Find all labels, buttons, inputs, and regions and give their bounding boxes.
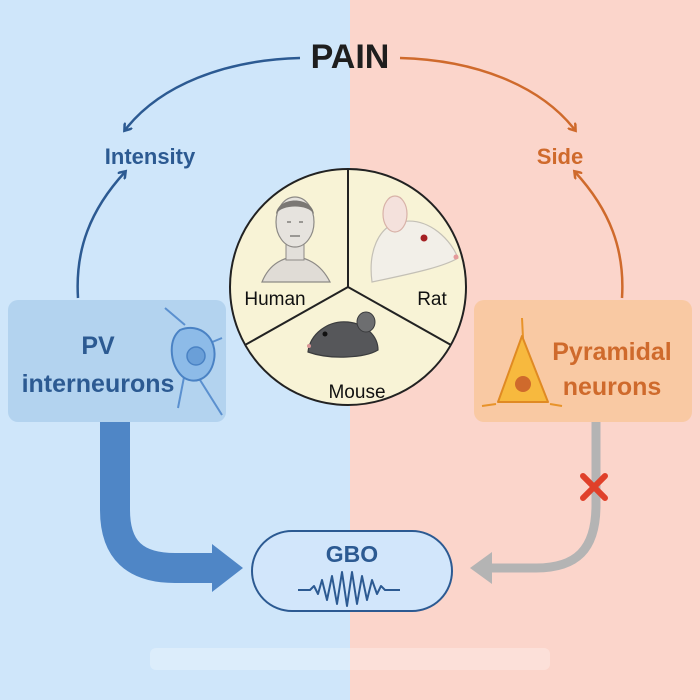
- pyramidal-to-side-arrow: [575, 172, 624, 299]
- intensity-label: Intensity: [105, 144, 196, 169]
- pyramidal-to-gbo-arrow-shaft: [485, 422, 601, 573]
- pv-box-line1: PV: [81, 332, 115, 360]
- mouse-label: Mouse: [328, 382, 385, 403]
- rat-label: Rat: [417, 289, 447, 310]
- mouse-icon: [307, 311, 379, 358]
- human-head-icon: [261, 196, 331, 283]
- gbo-label: GBO: [326, 541, 378, 567]
- bottom-blur-strip: [150, 648, 550, 670]
- pv-interneurons-box: [8, 300, 226, 422]
- human-label: Human: [244, 289, 305, 310]
- x-mark-icon: [580, 473, 608, 501]
- pv-interneuron-cell-icon: [164, 307, 223, 416]
- pain-title: PAIN: [311, 38, 390, 76]
- pain-to-side-arrow: [399, 56, 575, 130]
- oscillation-wave-icon: [298, 571, 400, 607]
- pyramidal-box-line1: Pyramidal: [552, 338, 672, 366]
- pyramidal-neuron-cell-icon: [481, 317, 563, 407]
- rat-head-icon: [370, 195, 459, 283]
- pain-to-intensity-arrow: [125, 56, 301, 130]
- pv-to-gbo-arrow-shaft: [100, 422, 215, 583]
- pv-box-line2: interneurons: [22, 370, 175, 398]
- pv-to-intensity-arrow: [76, 172, 125, 299]
- pyramidal-box-line2: neurons: [563, 373, 662, 401]
- pv-to-gbo-arrowhead: [212, 544, 243, 592]
- pyramidal-to-gbo-arrowhead: [470, 552, 492, 584]
- side-label: Side: [537, 144, 583, 169]
- species-circle: [229, 168, 467, 406]
